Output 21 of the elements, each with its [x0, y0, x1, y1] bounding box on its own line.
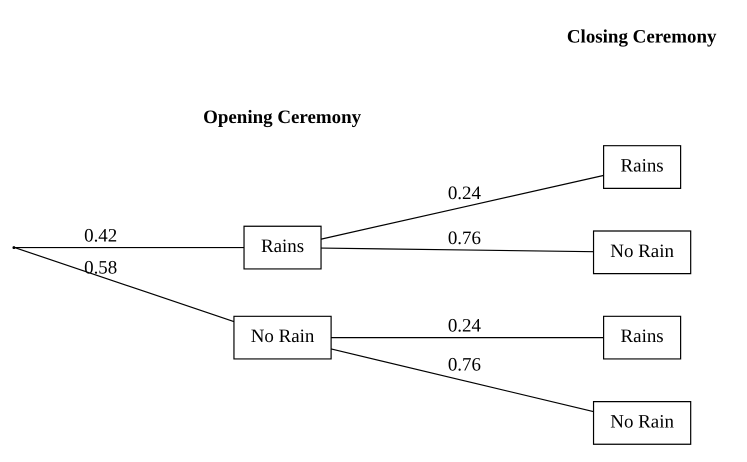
node-box: No Rain	[592, 230, 692, 274]
edge-label: 0.76	[448, 354, 481, 376]
node-box: No Rain	[592, 401, 692, 445]
node-box: Rains	[603, 145, 682, 189]
edge-label: 0.76	[448, 228, 481, 249]
connector	[331, 348, 594, 412]
edge-label: 0.42	[84, 225, 118, 246]
node-box: No Rain	[233, 316, 332, 360]
node-point	[12, 246, 16, 250]
edge-label: 0.58	[84, 257, 118, 278]
connector	[321, 174, 604, 240]
connector	[321, 248, 594, 252]
node-box: Rains	[243, 226, 322, 270]
connector	[14, 247, 244, 248]
edge-label: 0.24	[448, 182, 481, 204]
connector	[331, 337, 604, 338]
connector	[14, 247, 234, 322]
label: Opening Ceremony	[203, 106, 362, 128]
edge-label: 0.24	[448, 315, 481, 336]
node-box: Rains	[603, 316, 682, 360]
label: Closing Ceremony	[566, 26, 716, 48]
